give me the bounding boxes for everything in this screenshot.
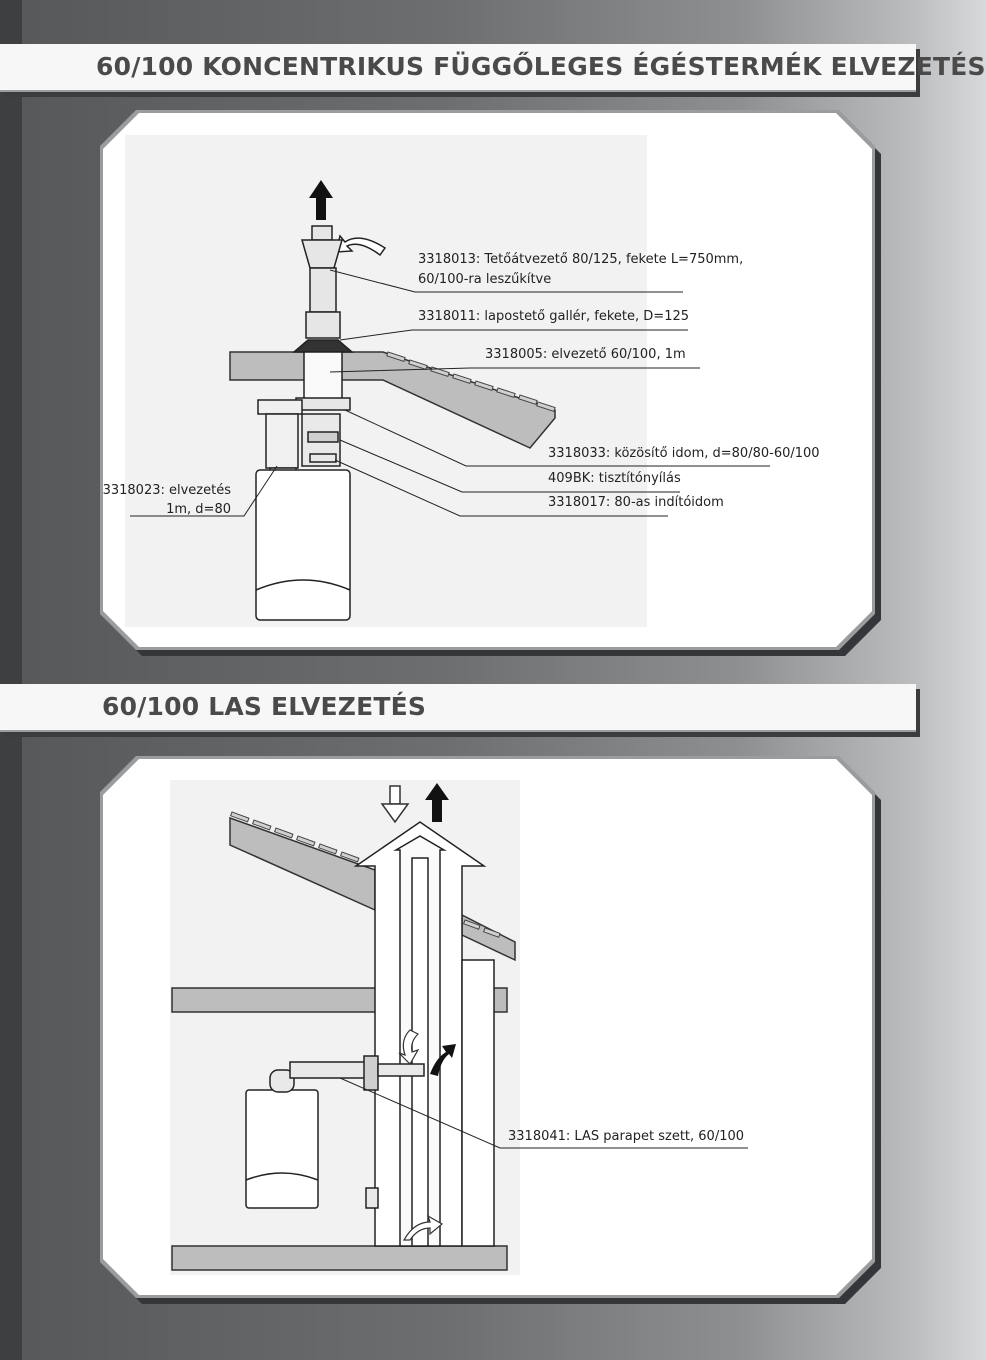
label-roof-terminal-2: 60/100-ra leszűkítve: [418, 272, 551, 287]
roof-terminal: [294, 226, 352, 410]
leader-line-las: [340, 1078, 748, 1148]
exhaust-arrow-icon-2: [425, 783, 449, 822]
label-las-set: 3318041: LAS parapet szett, 60/100: [508, 1129, 744, 1144]
label-roof-terminal-1: 3318013: Tetőátvezető 80/125, fekete L=7…: [418, 252, 743, 267]
section1-title: 60/100 KONCENTRIKUS FÜGGŐLEGES ÉGÉSTERMÉ…: [96, 52, 986, 81]
las-flue-diagram: 3318041: LAS parapet szett, 60/100: [103, 759, 872, 1295]
roof-tiles: [387, 352, 555, 411]
diagram-panel-1: 3318013: Tetőátvezető 80/125, fekete L=7…: [103, 113, 872, 647]
label-combiner: 3318033: közösítő idom, d=80/80-60/100: [548, 446, 820, 461]
combiner-fitting: [302, 414, 340, 466]
label-starter-elbow: 3318017: 80-as indítóidom: [548, 495, 724, 510]
las-chimney: [356, 822, 494, 1246]
label-cleaning-opening: 409BK: tisztítónyílás: [548, 471, 681, 486]
boiler-unit-2: [246, 1056, 424, 1208]
label-left-pipe-2: 1m, d=80: [166, 502, 231, 517]
exhaust-flow-arrow-icon: [430, 1044, 456, 1076]
air-inlet-arrow-icon: [336, 236, 385, 255]
roof-tiles-2: [231, 812, 500, 937]
bottom-air-arrow-icon: [404, 1216, 442, 1240]
air-flow-arrow-icon: [399, 1030, 418, 1064]
floor-slab: [172, 1246, 507, 1270]
left-decor-strip: [0, 0, 22, 1360]
label-left-pipe-1: 3318023: elvezetés: [103, 483, 232, 498]
leader-lines-1: [130, 270, 770, 516]
diagram-panel-2: 3318041: LAS parapet szett, 60/100: [103, 759, 872, 1295]
section2-title: 60/100 LAS ELVEZETÉS: [102, 692, 427, 721]
label-flat-roof-collar: 3318011: lapostető gallér, fekete, D=125: [418, 309, 689, 324]
label-pipe-1m: 3318005: elvezető 60/100, 1m: [485, 347, 686, 362]
exhaust-arrow-icon: [309, 180, 333, 220]
air-intake-arrow-icon: [382, 786, 408, 822]
section2-title-bar: 60/100 LAS ELVEZETÉS: [0, 684, 916, 732]
vertical-flue-diagram: 3318013: Tetőátvezető 80/125, fekete L=7…: [103, 113, 872, 647]
section1-title-bar: 60/100 KONCENTRIKUS FÜGGŐLEGES ÉGÉSTERMÉ…: [0, 44, 986, 92]
boiler-unit: [256, 470, 350, 620]
